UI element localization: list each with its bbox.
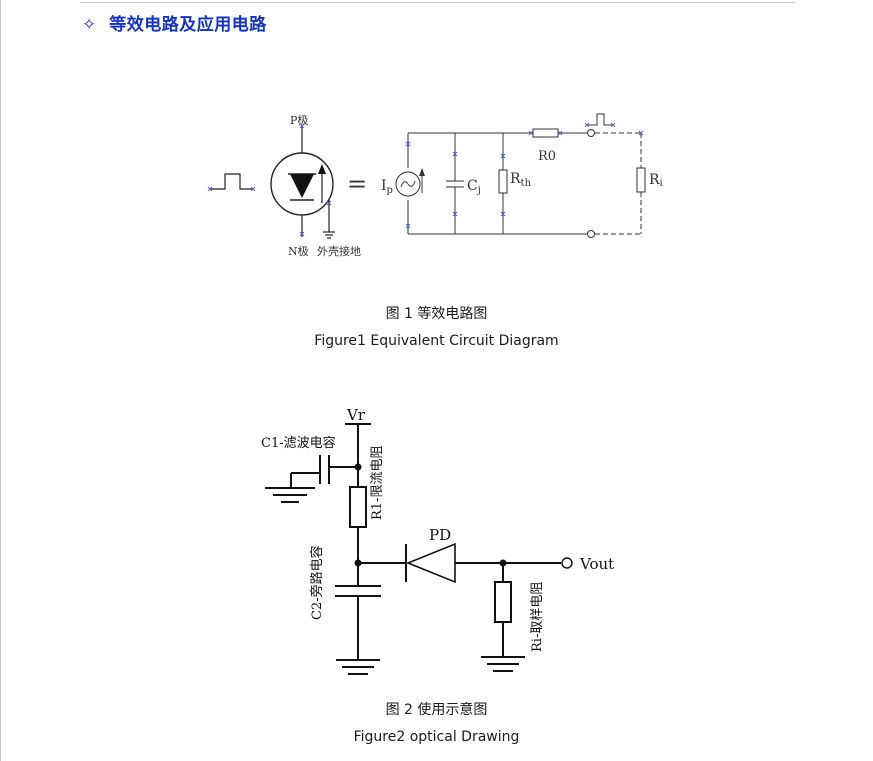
output-pulse-icon	[587, 113, 613, 126]
output-terminal-bottom	[587, 230, 595, 238]
vout-label: Vout	[579, 555, 614, 573]
rth-label: Rth	[510, 171, 532, 189]
c2-label: C2-旁路电容	[309, 545, 325, 620]
p-pole-label: P极	[290, 113, 308, 127]
c1-label: C1-滤波电容	[261, 435, 336, 451]
r0-resistor	[532, 128, 559, 138]
r1-resistor	[349, 486, 367, 528]
equals-sign: =	[347, 170, 367, 198]
photodiode-pd	[405, 542, 456, 584]
load-resistor-ri	[636, 167, 646, 193]
vout-terminal	[561, 557, 573, 569]
equivalent-circuit-diagram: P极 N极 外壳接地 =	[207, 113, 663, 258]
n-pole-label: N极	[288, 244, 309, 258]
pd-label: PD	[429, 526, 451, 544]
r0-label: R0	[538, 149, 556, 164]
ri-label: Ri	[649, 172, 663, 189]
section-header: ✧ 等效电路及应用电路	[82, 14, 267, 36]
ri-resistor	[494, 581, 512, 623]
ri-label: Ri-取样电阻	[530, 582, 545, 652]
section-title: 等效电路及应用电路	[109, 15, 267, 35]
figure1-caption-en: Figure1 Equivalent Circuit Diagram	[314, 333, 559, 349]
r1-label: R1-限流电阻	[370, 446, 385, 520]
star-bullet-icon: ✧	[82, 15, 97, 35]
figure2-caption-en: Figure2 optical Drawing	[353, 729, 520, 745]
vr-label: Vr	[346, 406, 366, 424]
ip-label: Ip	[381, 178, 393, 196]
case-ground-label: 外壳接地	[317, 244, 361, 258]
input-pulse-icon	[210, 173, 253, 190]
figure2-caption-cn: 图 2 使用示意图	[385, 702, 488, 718]
application-circuit-diagram: Vr C1-滤波电容 R1-限流电阻 C2-旁路电容 PD Vout Ri-取样…	[261, 406, 614, 675]
current-source-symbol	[395, 171, 421, 197]
rth-resistor	[498, 169, 508, 194]
cj-label: Cj	[467, 178, 481, 196]
left-border	[0, 0, 1, 761]
output-terminal-top	[587, 129, 595, 137]
top-divider	[80, 2, 795, 3]
figure1-caption-cn: 图 1 等效电路图	[385, 306, 488, 322]
